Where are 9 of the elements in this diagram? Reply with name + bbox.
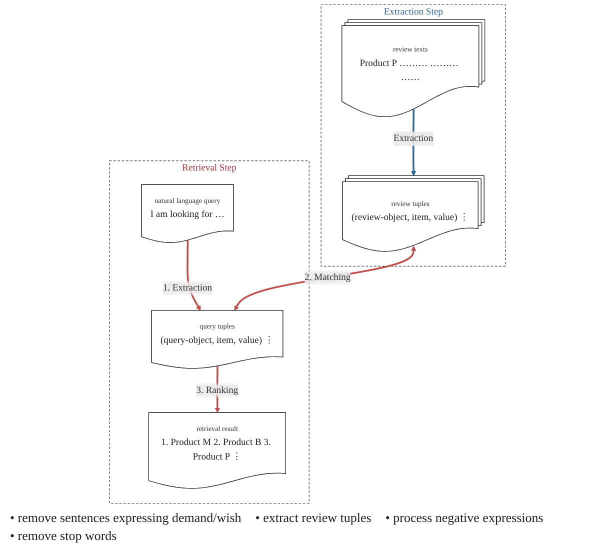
bullet-text: • remove stop words — [10, 528, 117, 544]
arrow — [234, 246, 416, 311]
edge-label: 2. Matching — [304, 272, 351, 282]
bullet-text: • extract review tuples — [255, 510, 372, 526]
edge-label: 3. Ranking — [196, 385, 238, 396]
edge-label: 1. Extraction — [162, 282, 212, 294]
edge-label: Extraction — [393, 133, 434, 144]
bullet-text: • process negative expressions — [385, 510, 544, 526]
bullet-text: • remove sentences expressing demand/wish — [10, 510, 242, 526]
